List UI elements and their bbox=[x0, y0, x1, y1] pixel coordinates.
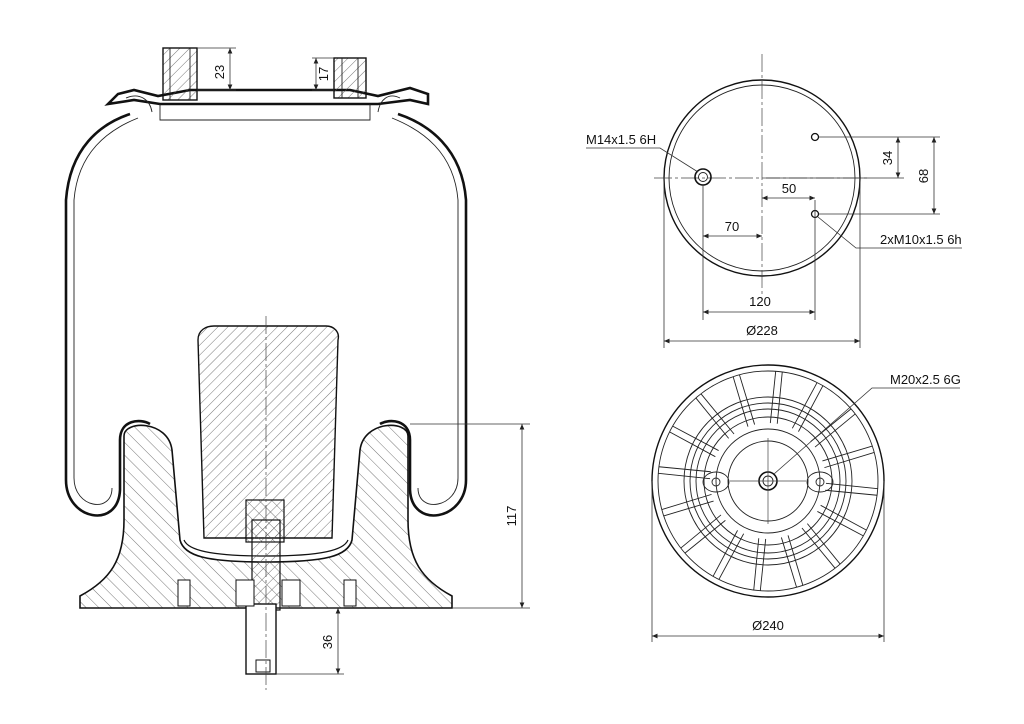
rib-line bbox=[759, 538, 767, 591]
rib-line bbox=[669, 431, 716, 458]
rib-line bbox=[739, 374, 756, 425]
dim-piston-height: 117 bbox=[504, 506, 519, 527]
dim-base-diameter: Ø240 bbox=[752, 618, 784, 633]
rib-line bbox=[680, 514, 722, 549]
rib-line bbox=[780, 537, 797, 588]
rib-line bbox=[776, 371, 783, 424]
dim-top-stud-long: 23 bbox=[212, 65, 227, 79]
dim-top-diameter: Ø228 bbox=[746, 323, 778, 338]
dim-68: 68 bbox=[916, 169, 931, 183]
rib-line bbox=[817, 511, 864, 537]
dim-34: 34 bbox=[880, 151, 895, 165]
rib-line bbox=[822, 445, 873, 462]
rib-line bbox=[806, 523, 841, 565]
rib-line bbox=[700, 393, 735, 435]
top-stud-right bbox=[333, 57, 367, 99]
base-ribs bbox=[658, 371, 878, 591]
top-stud-left bbox=[162, 47, 198, 101]
rib-line bbox=[814, 413, 856, 448]
rib-line bbox=[661, 493, 712, 510]
rib-line bbox=[798, 385, 824, 432]
rib-line bbox=[718, 533, 745, 580]
rib-line bbox=[732, 376, 749, 427]
rib-line bbox=[787, 535, 804, 586]
dim-70: 70 bbox=[725, 219, 739, 234]
dim-120: 120 bbox=[749, 294, 771, 309]
bottom-view: M20x2.5 6G Ø240 bbox=[651, 364, 961, 642]
thread-center-label: M20x2.5 6G bbox=[890, 372, 961, 387]
top-view: M14x1.5 6H 2xM10x1.5 6h 34 68 50 70 120 … bbox=[586, 54, 962, 348]
bumper bbox=[197, 325, 340, 539]
rib-line bbox=[684, 519, 726, 554]
dim-50: 50 bbox=[782, 181, 796, 196]
rib-line bbox=[825, 489, 878, 496]
rib-line bbox=[658, 466, 711, 473]
rib-line bbox=[825, 482, 878, 490]
dim-bottom-stud: 36 bbox=[320, 635, 335, 649]
bellows bbox=[64, 112, 468, 517]
side-section-view: 23 17 117 36 bbox=[64, 47, 530, 690]
m10-hole-upper bbox=[810, 132, 820, 142]
rib-line bbox=[769, 371, 777, 424]
rib-line bbox=[820, 504, 867, 531]
rib-line bbox=[753, 538, 760, 591]
thread-main-label: M14x1.5 6H bbox=[586, 132, 656, 147]
rib-line bbox=[672, 425, 719, 451]
rib-line bbox=[712, 530, 738, 577]
top-plate bbox=[104, 86, 430, 106]
thread-pair-label: 2xM10x1.5 6h bbox=[880, 232, 962, 247]
rib-line bbox=[658, 472, 711, 480]
rib-line bbox=[663, 500, 714, 517]
rib-line bbox=[791, 382, 818, 429]
dim-top-stud-short: 17 bbox=[316, 67, 331, 81]
rib-line bbox=[801, 527, 836, 569]
rib-line bbox=[824, 452, 875, 469]
rib-line bbox=[695, 397, 730, 439]
